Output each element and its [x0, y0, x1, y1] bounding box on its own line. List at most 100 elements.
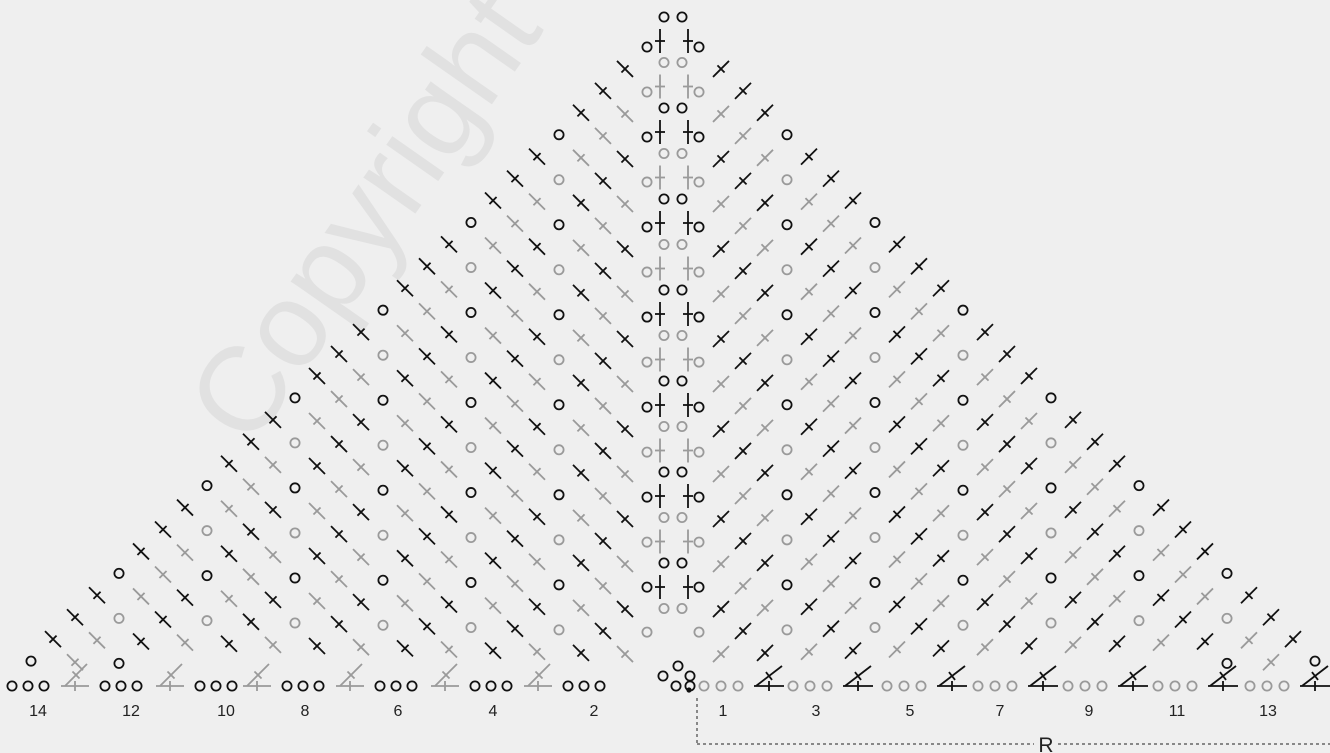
chain-stitch-circle [486, 681, 495, 690]
chain-stitch-circle [290, 438, 299, 447]
chain-stitch-circle [563, 681, 572, 690]
chain-stitch-circle [1097, 681, 1106, 690]
chain-stitch-circle [642, 312, 651, 321]
chain-stitch-circle [694, 447, 703, 456]
chain-stitch-circle [378, 396, 387, 405]
chain-stitch-circle [378, 531, 387, 540]
chain-stitch-circle [677, 331, 686, 340]
chain-stitch-circle [973, 681, 982, 690]
chain-stitch-circle [642, 42, 651, 51]
chain-stitch-circle [595, 681, 604, 690]
chain-stitch-circle [466, 308, 475, 317]
chain-stitch-circle [870, 578, 879, 587]
chain-stitch-circle [716, 681, 725, 690]
chain-stitch-circle [958, 306, 967, 315]
chain-stitch-circle [290, 528, 299, 537]
row-number-3: 3 [812, 703, 821, 720]
chain-stitch-circle [782, 355, 791, 364]
chain-stitch-circle [642, 628, 651, 637]
chain-stitch-circle [870, 398, 879, 407]
chain-stitch-circle [23, 681, 32, 690]
chain-stitch-circle [1222, 659, 1231, 668]
chain-stitch-circle [870, 488, 879, 497]
chain-stitch-circle [870, 308, 879, 317]
chain-stitch-circle [466, 623, 475, 632]
chain-stitch-circle [227, 681, 236, 690]
chain-stitch-circle [554, 355, 563, 364]
chain-stitch-circle [694, 312, 703, 321]
chain-stitch-circle [782, 265, 791, 274]
chain-stitch-circle [290, 618, 299, 627]
chain-stitch-circle [1310, 656, 1319, 665]
chain-stitch-circle [677, 604, 686, 613]
chain-stitch-circle [677, 149, 686, 158]
chain-stitch-circle [1222, 614, 1231, 623]
chain-stitch-circle [642, 583, 651, 592]
chain-stitch-circle [694, 493, 703, 502]
chain-stitch-circle [1046, 393, 1055, 402]
chain-stitch-circle [470, 681, 479, 690]
row-number-9: 9 [1085, 703, 1094, 720]
chain-stitch-circle [466, 578, 475, 587]
chain-stitch-circle [1245, 681, 1254, 690]
chain-stitch-circle [378, 441, 387, 450]
chain-stitch-circle [694, 132, 703, 141]
chain-stitch-circle [391, 681, 400, 690]
chain-stitch-circle [870, 623, 879, 632]
chain-stitch-circle [1134, 526, 1143, 535]
row-number-12: 12 [122, 703, 140, 720]
chain-stitch-circle [466, 353, 475, 362]
chain-stitch-circle [100, 681, 109, 690]
chain-stitch-circle [805, 681, 814, 690]
chain-stitch-circle [554, 220, 563, 229]
chain-stitch-circle [694, 402, 703, 411]
chain-stitch-circle [642, 538, 651, 547]
chain-stitch-circle [466, 488, 475, 497]
chain-stitch-circle [202, 481, 211, 490]
chain-stitch-circle [870, 353, 879, 362]
chain-stitch-circle [822, 681, 831, 690]
chain-stitch-circle [958, 531, 967, 540]
chain-stitch-circle [659, 558, 668, 567]
chain-stitch-circle [782, 310, 791, 319]
chain-stitch-circle [554, 265, 563, 274]
chain-stitch-circle [782, 130, 791, 139]
chain-stitch-circle [659, 376, 668, 385]
chain-stitch-circle [378, 351, 387, 360]
chain-stitch-circle [958, 576, 967, 585]
chain-stitch-circle [677, 58, 686, 67]
chain-stitch-circle [1046, 618, 1055, 627]
chain-stitch-circle [642, 177, 651, 186]
row-number-14: 14 [29, 703, 47, 720]
chain-stitch-circle [870, 443, 879, 452]
chain-stitch-circle [554, 625, 563, 634]
chain-stitch-circle [642, 222, 651, 231]
chain-stitch-circle [554, 490, 563, 499]
chain-stitch-circle [1080, 681, 1089, 690]
chain-stitch-circle [554, 580, 563, 589]
chain-stitch-circle [202, 526, 211, 535]
chain-stitch-circle [202, 616, 211, 625]
chain-stitch-circle [7, 681, 16, 690]
chain-stitch-circle [677, 422, 686, 431]
chain-stitch-circle [659, 331, 668, 340]
chain-stitch-circle [282, 681, 291, 690]
chain-stitch-circle [699, 681, 708, 690]
chain-stitch-circle [899, 681, 908, 690]
chain-stitch-circle [659, 604, 668, 613]
chain-stitch-circle [502, 681, 511, 690]
chain-stitch-circle [958, 621, 967, 630]
chain-stitch-circle [466, 263, 475, 272]
chain-stitch-circle [782, 625, 791, 634]
chain-stitch-circle [958, 441, 967, 450]
chain-stitch-circle [677, 513, 686, 522]
chain-stitch-circle [958, 486, 967, 495]
left-row-numbers: 14 12 10 8 6 4 2 [29, 703, 598, 720]
chain-stitch-circle [1222, 569, 1231, 578]
chain-stitch-circle [642, 402, 651, 411]
chain-stitch-circle [958, 351, 967, 360]
chain-stitch-circle [694, 267, 703, 276]
chain-stitch-circle [870, 218, 879, 227]
chain-stitch-circle [782, 580, 791, 589]
